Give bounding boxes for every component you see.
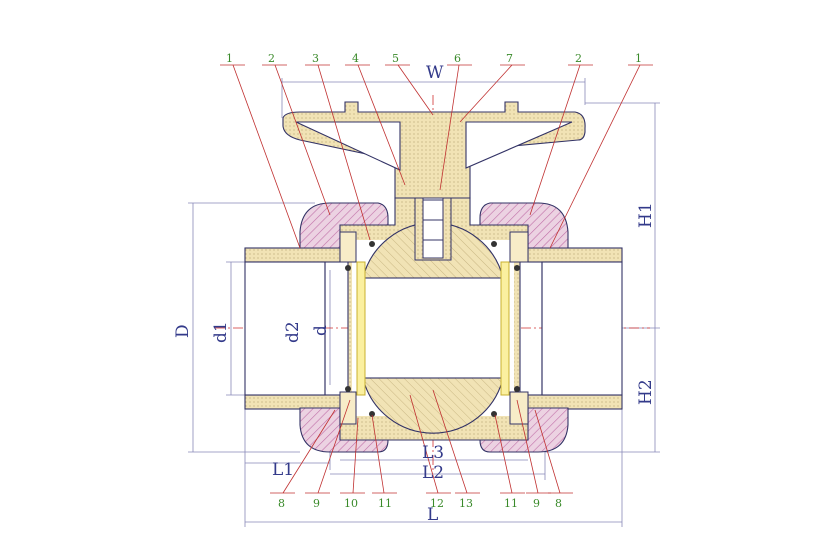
seat-rings xyxy=(356,261,510,396)
left-pipe-connector xyxy=(244,247,341,410)
dim-label-d: d xyxy=(311,325,331,336)
part-number-9-right: 9 xyxy=(533,497,540,510)
right-pipe-connector xyxy=(527,247,623,410)
part-number-5: 5 xyxy=(392,52,399,65)
part-number-3: 3 xyxy=(312,52,319,65)
dim-label-w: W xyxy=(426,63,444,83)
ball xyxy=(362,222,504,434)
handle xyxy=(282,101,586,199)
dim-label-d2: d2 xyxy=(283,321,303,343)
dim-label-h1: H1 xyxy=(636,202,656,228)
o-rings xyxy=(345,241,520,417)
part-number-6: 6 xyxy=(454,52,461,65)
part-number-7: 7 xyxy=(506,52,513,65)
part-number-4: 4 xyxy=(352,52,359,65)
part-number-1-right: 1 xyxy=(635,52,642,65)
dim-label-l1: L1 xyxy=(272,460,294,480)
dim-label-l3: L3 xyxy=(422,443,444,463)
dim-label-l: L xyxy=(427,505,438,525)
part-number-2-right: 2 xyxy=(575,52,582,65)
part-number-2-left: 2 xyxy=(268,52,275,65)
leader-lines xyxy=(220,64,653,494)
part-numbers-bottom: 8 9 10 11 12 13 11 9 8 xyxy=(278,497,562,510)
part-number-13: 13 xyxy=(459,497,473,510)
dim-label-d-outer: D xyxy=(173,324,193,338)
part-number-9-left: 9 xyxy=(313,497,320,510)
dim-label-h2: H2 xyxy=(636,379,656,405)
part-number-10: 10 xyxy=(344,497,358,510)
part-number-11-left: 11 xyxy=(378,497,392,510)
part-number-1-left: 1 xyxy=(226,52,233,65)
part-number-8-right: 8 xyxy=(555,497,562,510)
part-number-8-left: 8 xyxy=(278,497,285,510)
part-number-11-right: 11 xyxy=(504,497,518,510)
part-numbers-top: 1 2 3 4 5 6 7 2 1 xyxy=(226,52,642,65)
dim-label-l2: L2 xyxy=(422,463,444,483)
dim-label-d1: d1 xyxy=(211,321,231,343)
dimension-labels: W D d1 d2 d H1 H2 L1 L3 L2 L xyxy=(173,63,656,525)
part-number-12: 12 xyxy=(430,497,444,510)
